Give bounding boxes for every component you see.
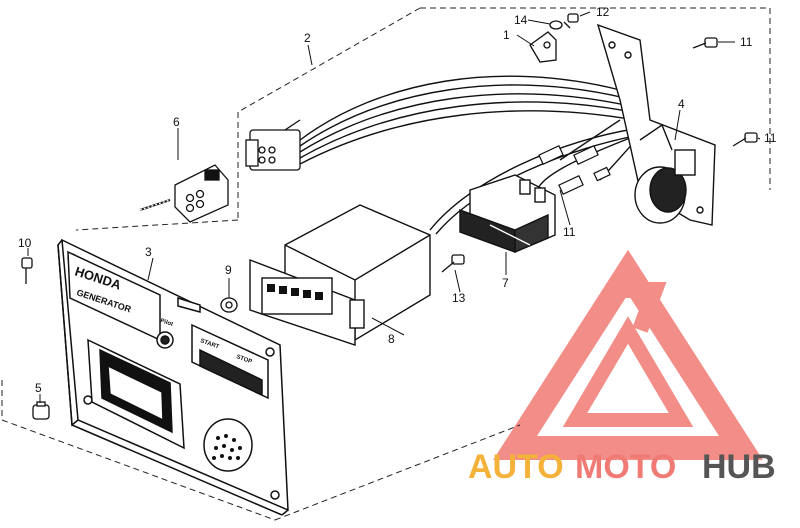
panel-stop-text: STOP xyxy=(235,354,252,365)
callout-13: 13 xyxy=(452,291,466,305)
callout-labels: 1 2 3 4 5 6 7 8 9 10 11 11 11 12 13 14 xyxy=(18,5,777,395)
watermark-logo xyxy=(493,249,763,460)
callout-5: 5 xyxy=(35,381,42,395)
callout-9: 9 xyxy=(225,263,232,277)
assembly-boundary xyxy=(1,7,771,521)
control-unit-8 xyxy=(249,204,431,346)
callout-3: 3 xyxy=(145,245,152,259)
watermark-auto: AUTO xyxy=(468,448,564,486)
callout-6: 6 xyxy=(173,115,180,129)
callout-12: 12 xyxy=(596,5,610,19)
callout-8: 8 xyxy=(388,332,395,346)
callout-1: 1 xyxy=(503,28,510,42)
callout-11-mid: 11 xyxy=(563,225,576,239)
callout-14: 14 xyxy=(514,13,528,27)
watermark-wordmark: AUTO MOTO HUB xyxy=(468,448,776,486)
callout-10: 10 xyxy=(18,236,32,250)
callout-11-right: 11 xyxy=(764,131,777,145)
connector-6 xyxy=(139,164,229,223)
panel-pilot-text: Pilot xyxy=(159,318,173,328)
watermark-hub: HUB xyxy=(702,448,776,486)
callout-7: 7 xyxy=(502,276,509,290)
wiring-harness xyxy=(299,75,646,235)
clip-1 xyxy=(529,31,557,63)
leader-lines xyxy=(27,11,761,403)
washer-14 xyxy=(549,20,563,30)
callout-2: 2 xyxy=(304,31,311,45)
switch-7 xyxy=(459,174,556,254)
bracket-4 xyxy=(596,23,716,226)
harness-connector xyxy=(245,119,301,171)
watermark-moto: MOTO xyxy=(575,448,676,486)
callout-4: 4 xyxy=(678,97,685,111)
spade-terminals xyxy=(538,145,611,195)
front-panel-3 xyxy=(57,238,289,516)
callout-11-top: 11 xyxy=(740,35,753,49)
